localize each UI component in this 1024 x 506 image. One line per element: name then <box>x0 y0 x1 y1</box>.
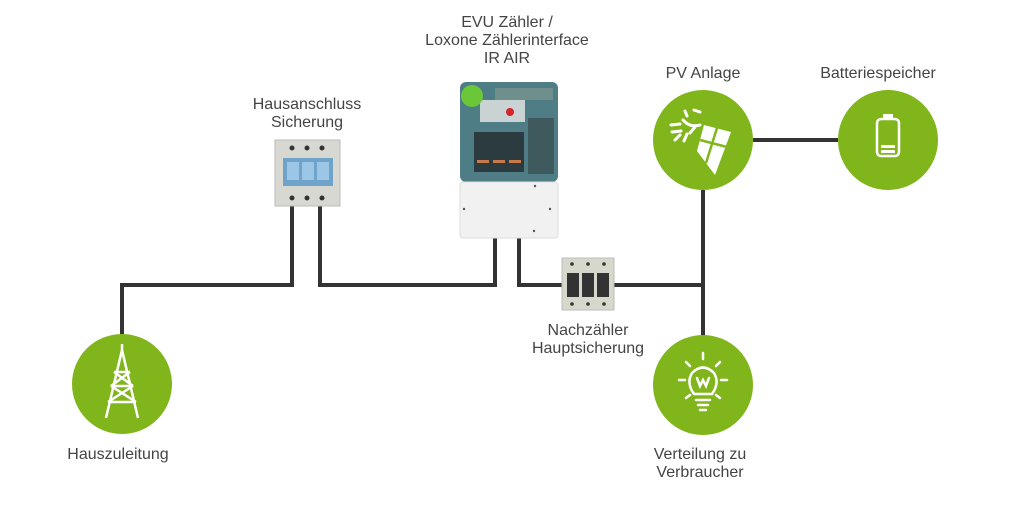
post-meter-fuse-label-line: Nachzähler <box>547 322 629 339</box>
consumers-label: Verteilung zu Verbraucher <box>654 446 747 482</box>
post-meter-fuse-label: Nachzähler Hauptsicherung <box>532 322 644 358</box>
house-fuse-label-line: Sicherung <box>270 114 344 131</box>
meter-label-line: IR AIR <box>483 50 531 67</box>
house-fuse-label: Hausanschluss Sicherung <box>253 96 362 132</box>
house-fuse <box>274 139 341 207</box>
pv-label: PV Anlage <box>665 65 741 82</box>
consumers-label-line: Verteilung zu <box>653 446 747 463</box>
grid-node <box>72 334 172 434</box>
pv-node <box>653 90 753 190</box>
solar-panel-icon <box>669 108 731 175</box>
wire-fuse-to-meter <box>318 205 497 287</box>
post-meter-fuse-label-line: Hauptsicherung <box>531 340 645 357</box>
battery-node <box>838 90 938 190</box>
light-bulb-icon <box>677 351 729 412</box>
energy-meter <box>459 82 559 239</box>
consumers-node <box>653 335 753 435</box>
wire-meter-to-mainfuse <box>517 236 562 287</box>
house-fuse-label-line: Hausanschluss <box>252 96 362 113</box>
meter-label: EVU Zähler / Loxone Zählerinterface IR A… <box>425 14 589 68</box>
wires <box>120 138 838 336</box>
grid-label: Hauszuleitung <box>67 446 169 463</box>
transmission-tower-icon <box>104 344 140 419</box>
battery-label: Batteriespeicher <box>820 65 936 82</box>
meter-label-line: EVU Zähler / <box>461 14 553 31</box>
post-meter-fuse <box>561 257 615 311</box>
battery-icon <box>875 114 901 158</box>
wire-grid-to-fuse <box>120 205 294 335</box>
consumers-label-line: Verbraucher <box>656 464 744 481</box>
meter-label-line: Loxone Zählerinterface <box>425 32 589 49</box>
